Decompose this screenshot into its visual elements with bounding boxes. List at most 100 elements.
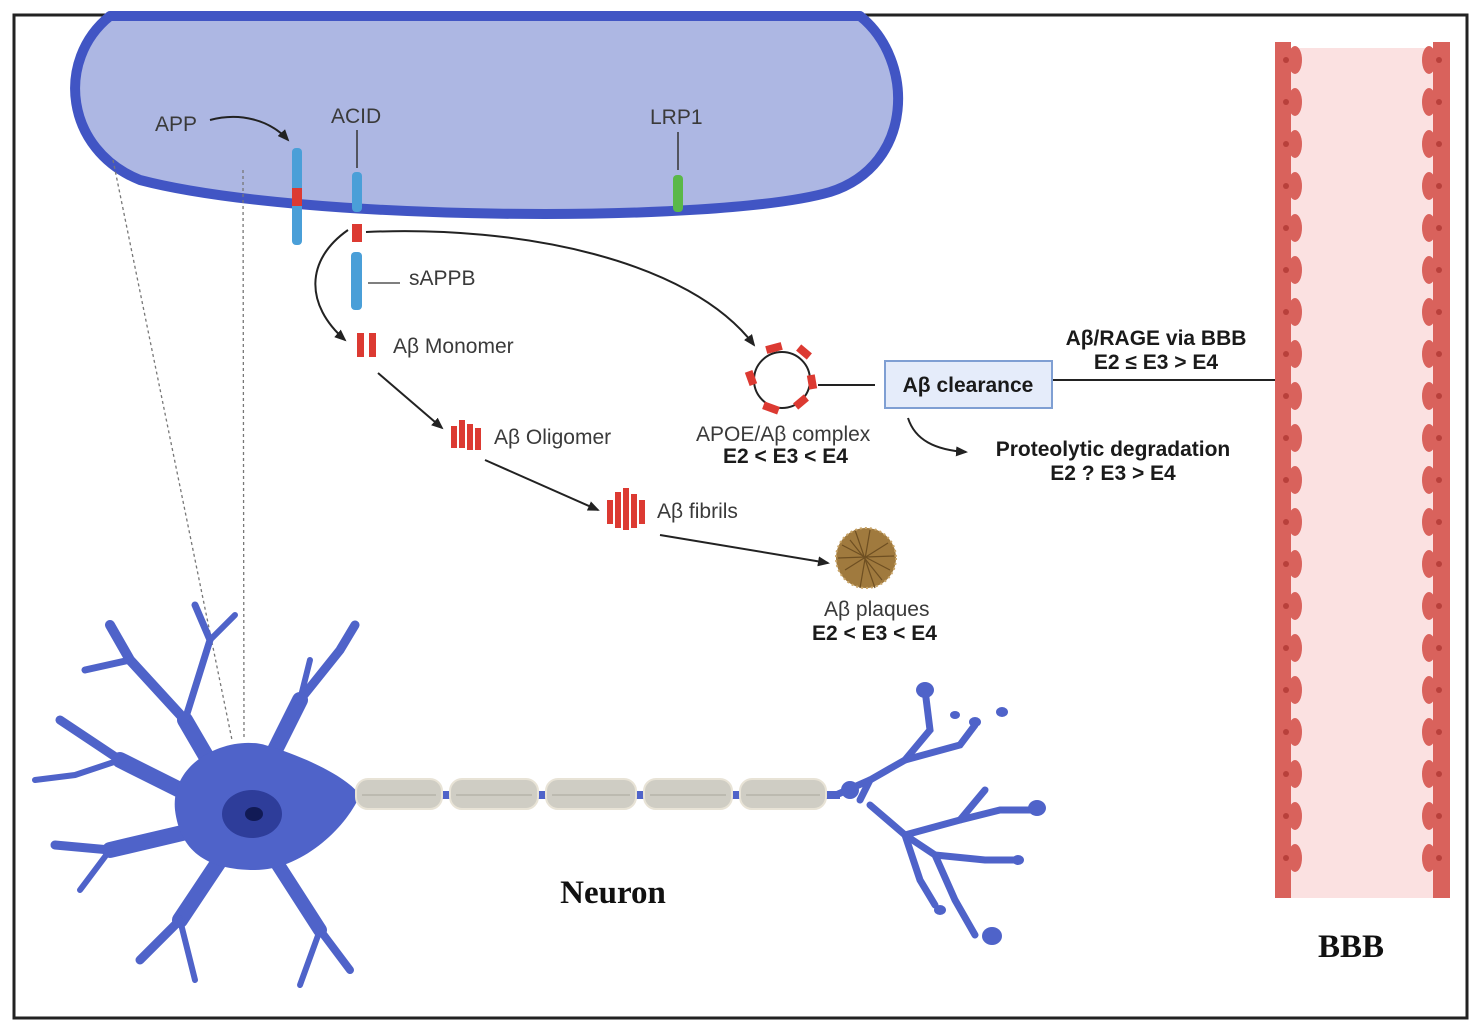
endothelial-cell: [1288, 214, 1302, 242]
endothelial-nucleus: [1436, 645, 1442, 651]
endothelial-cell: [1288, 382, 1302, 410]
endothelial-cell: [1288, 508, 1302, 536]
monomer-label: Aβ Monomer: [393, 335, 514, 358]
endothelial-nucleus: [1436, 855, 1442, 861]
endothelial-nucleus: [1436, 393, 1442, 399]
endothelial-nucleus: [1283, 141, 1289, 147]
fibrils-label: Aβ fibrils: [657, 500, 738, 523]
endothelial-nucleus: [1283, 729, 1289, 735]
endothelial-nucleus: [1283, 477, 1289, 483]
endothelial-cell: [1288, 466, 1302, 494]
app-receptor: [292, 148, 302, 245]
endothelial-cell: [1288, 550, 1302, 578]
endothelial-cell: [1422, 382, 1436, 410]
endothelial-cell: [1422, 424, 1436, 452]
acid-to-complex-arrow: [365, 230, 756, 347]
endothelial-nucleus: [1436, 435, 1442, 441]
endothelial-nucleus: [1283, 309, 1289, 315]
clearance-label: Aβ clearance: [903, 374, 1034, 397]
complex-order: E2 < E3 < E4: [723, 445, 848, 468]
endothelial-cell: [1422, 634, 1436, 662]
rage-label: Aβ/RAGE via BBB: [1066, 327, 1247, 350]
acid-to-monomer-arrow: [314, 229, 349, 342]
endothelial-nucleus: [1436, 141, 1442, 147]
endothelial-nucleus: [1283, 813, 1289, 819]
abeta-fibrils-icon: [607, 488, 645, 530]
plaques-label: Aβ plaques: [824, 598, 929, 621]
endothelial-cell: [1288, 676, 1302, 704]
endothelial-cell: [1422, 550, 1436, 578]
clearance-box: [884, 360, 1053, 409]
bbb-vessel: [1275, 42, 1450, 898]
monomer-to-oligomer-arrow: [377, 372, 444, 430]
oligomer-label: Aβ Oligomer: [494, 426, 611, 449]
endothelial-cell: [1422, 844, 1436, 872]
endothelial-nucleus: [1436, 477, 1442, 483]
endothelial-nucleus: [1436, 267, 1442, 273]
abeta-oligomer-icon: [451, 420, 481, 450]
endothelial-nucleus: [1436, 519, 1442, 525]
rage-order: E2 ≤ E3 > E4: [1094, 351, 1219, 374]
plaques-order: E2 < E3 < E4: [812, 622, 937, 645]
endothelial-cell: [1288, 718, 1302, 746]
endothelial-nucleus: [1283, 393, 1289, 399]
complex-label: APOE/Aβ complex: [696, 423, 871, 446]
app-to-acid-arrow: [209, 116, 290, 142]
pathway-arrows: [209, 116, 1335, 567]
neuron-illustration: [32, 601, 1046, 988]
lrp1-label: LRP1: [650, 106, 703, 129]
endothelial-nucleus: [1283, 603, 1289, 609]
endothelial-cell: [1422, 340, 1436, 368]
endothelial-cell: [1422, 46, 1436, 74]
apoe-abeta-complex-icon: [744, 342, 818, 415]
endothelial-cell: [1422, 466, 1436, 494]
endothelial-cell: [1288, 340, 1302, 368]
endothelial-cell: [1422, 298, 1436, 326]
endothelial-cell: [1422, 256, 1436, 284]
endothelial-cells: [1283, 46, 1442, 872]
endothelial-nucleus: [1283, 435, 1289, 441]
endothelial-cell: [1422, 130, 1436, 158]
endothelial-nucleus: [1283, 267, 1289, 273]
endothelial-nucleus: [1436, 813, 1442, 819]
endothelial-nucleus: [1436, 687, 1442, 693]
endothelial-cell: [1288, 424, 1302, 452]
endothelial-cell: [1422, 592, 1436, 620]
endothelial-nucleus: [1436, 99, 1442, 105]
endothelial-nucleus: [1283, 99, 1289, 105]
app-label: APP: [155, 113, 197, 136]
fibrils-to-plaques-arrow: [659, 534, 830, 567]
sappb-label: sAPPB: [409, 267, 476, 290]
myelin-sheath: [355, 778, 827, 810]
endothelial-cell: [1288, 130, 1302, 158]
endothelial-cell: [1422, 88, 1436, 116]
acid-label: ACID: [331, 105, 381, 128]
endothelial-nucleus: [1436, 225, 1442, 231]
endothelial-nucleus: [1436, 57, 1442, 63]
clearance-to-proteolytic-arrow: [907, 417, 968, 457]
cell-membrane: [70, 11, 903, 219]
endothelial-nucleus: [1283, 351, 1289, 357]
endothelial-cell: [1288, 634, 1302, 662]
endothelial-cell: [1422, 508, 1436, 536]
abeta-monomer-icon: [357, 333, 376, 357]
endothelial-nucleus: [1283, 645, 1289, 651]
endothelial-cell: [1422, 676, 1436, 704]
neuron-label: Neuron: [560, 875, 666, 911]
endothelial-cell: [1288, 844, 1302, 872]
endothelial-cell: [1288, 46, 1302, 74]
abeta-plaque-icon: [835, 527, 897, 589]
endothelial-nucleus: [1283, 771, 1289, 777]
endothelial-cell: [1288, 298, 1302, 326]
endothelial-cell: [1288, 88, 1302, 116]
endothelial-cell: [1422, 718, 1436, 746]
acid-receptor: [352, 130, 362, 242]
endothelial-nucleus: [1283, 519, 1289, 525]
endothelial-nucleus: [1283, 561, 1289, 567]
bbb-label: BBB: [1318, 929, 1384, 965]
endothelial-cell: [1422, 172, 1436, 200]
endothelial-nucleus: [1436, 729, 1442, 735]
endothelial-cell: [1288, 802, 1302, 830]
endothelial-cell: [1422, 760, 1436, 788]
